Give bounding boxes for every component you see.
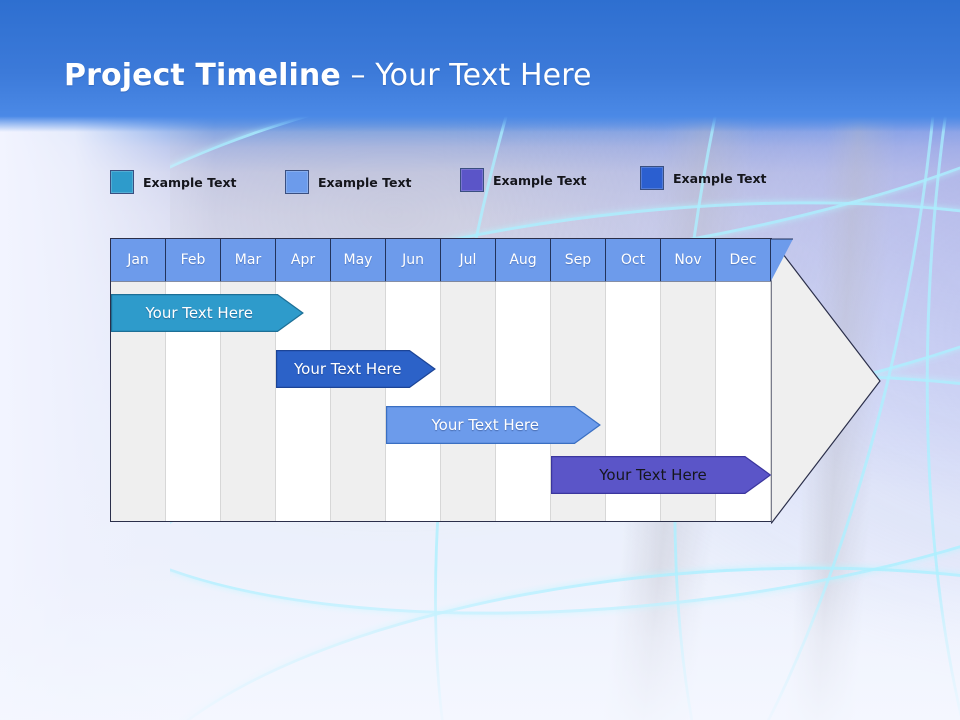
gantt-column-aug [496,239,551,521]
gantt-bar-4[interactable]: Your Text Here [551,456,771,494]
legend-item-2: Example Text [285,170,412,194]
month-header-jun[interactable]: Jun [386,239,441,281]
column-separator [550,239,551,521]
gantt-bar-shape-4 [551,456,771,494]
legend-item-3: Example Text [460,168,587,192]
column-separator [220,239,221,521]
gantt-bar-label-1: Your Text Here [145,304,253,322]
column-separator [605,239,606,521]
legend-label-1: Example Text [143,174,237,190]
gantt-bar-shape-2 [276,350,436,388]
legend-swatch-1-icon [110,170,134,194]
month-header-may[interactable]: May [331,239,386,281]
legend: Example Text Example Text Example Text Exam… [110,160,850,200]
month-header-apr[interactable]: Apr [276,239,331,281]
gantt-bar-shape-1 [111,294,304,332]
gantt-bar-3[interactable]: Your Text Here [386,406,601,444]
month-header-jan[interactable]: Jan [111,239,166,281]
gantt-column-jan [111,239,166,521]
gantt-bar-label-3: Your Text Here [431,416,539,434]
legend-item-4: Example Text [640,166,767,190]
month-header-feb[interactable]: Feb [166,239,221,281]
legend-swatch-2-icon [285,170,309,194]
gantt-column-mar [221,239,276,521]
month-header-aug[interactable]: Aug [496,239,551,281]
gantt-bar-label-4: Your Text Here [599,466,707,484]
month-header-dec[interactable]: Dec [716,239,771,281]
timeline-arrowhead [771,238,881,524]
column-separator [440,239,441,521]
header-underline [111,281,771,282]
legend-item-1: Example Text [110,170,237,194]
page-title-light: Your Text Here [375,58,592,93]
legend-swatch-3-icon [460,168,484,192]
month-header-mar[interactable]: Mar [221,239,276,281]
gantt-column-jul [441,239,496,521]
month-header-jul[interactable]: Jul [441,239,496,281]
column-separator [660,239,661,521]
month-header-sep[interactable]: Sep [551,239,606,281]
column-separator [715,239,716,521]
page-title: Project Timeline – Your Text Here [64,58,592,93]
column-separator [165,239,166,521]
legend-label-4: Example Text [673,170,767,186]
column-separator [275,239,276,521]
gantt-bar-shape-3 [386,406,601,444]
month-header-nov[interactable]: Nov [661,239,716,281]
gantt-column-feb [166,239,221,521]
background-bottom-fade [0,570,960,720]
legend-label-3: Example Text [493,172,587,188]
title-band [0,0,960,132]
page-title-bold: Project Timeline [64,58,341,93]
legend-swatch-4-icon [640,166,664,190]
month-header-oct[interactable]: Oct [606,239,661,281]
gantt-bar-1[interactable]: Your Text Here [111,294,304,332]
gantt-bar-label-2: Your Text Here [294,360,402,378]
gantt-bar-2[interactable]: Your Text Here [276,350,436,388]
page-title-separator: – [340,58,376,93]
legend-label-2: Example Text [318,174,412,190]
gantt-column-jun [386,239,441,521]
gantt-column-oct [606,239,661,521]
column-separator [495,239,496,521]
